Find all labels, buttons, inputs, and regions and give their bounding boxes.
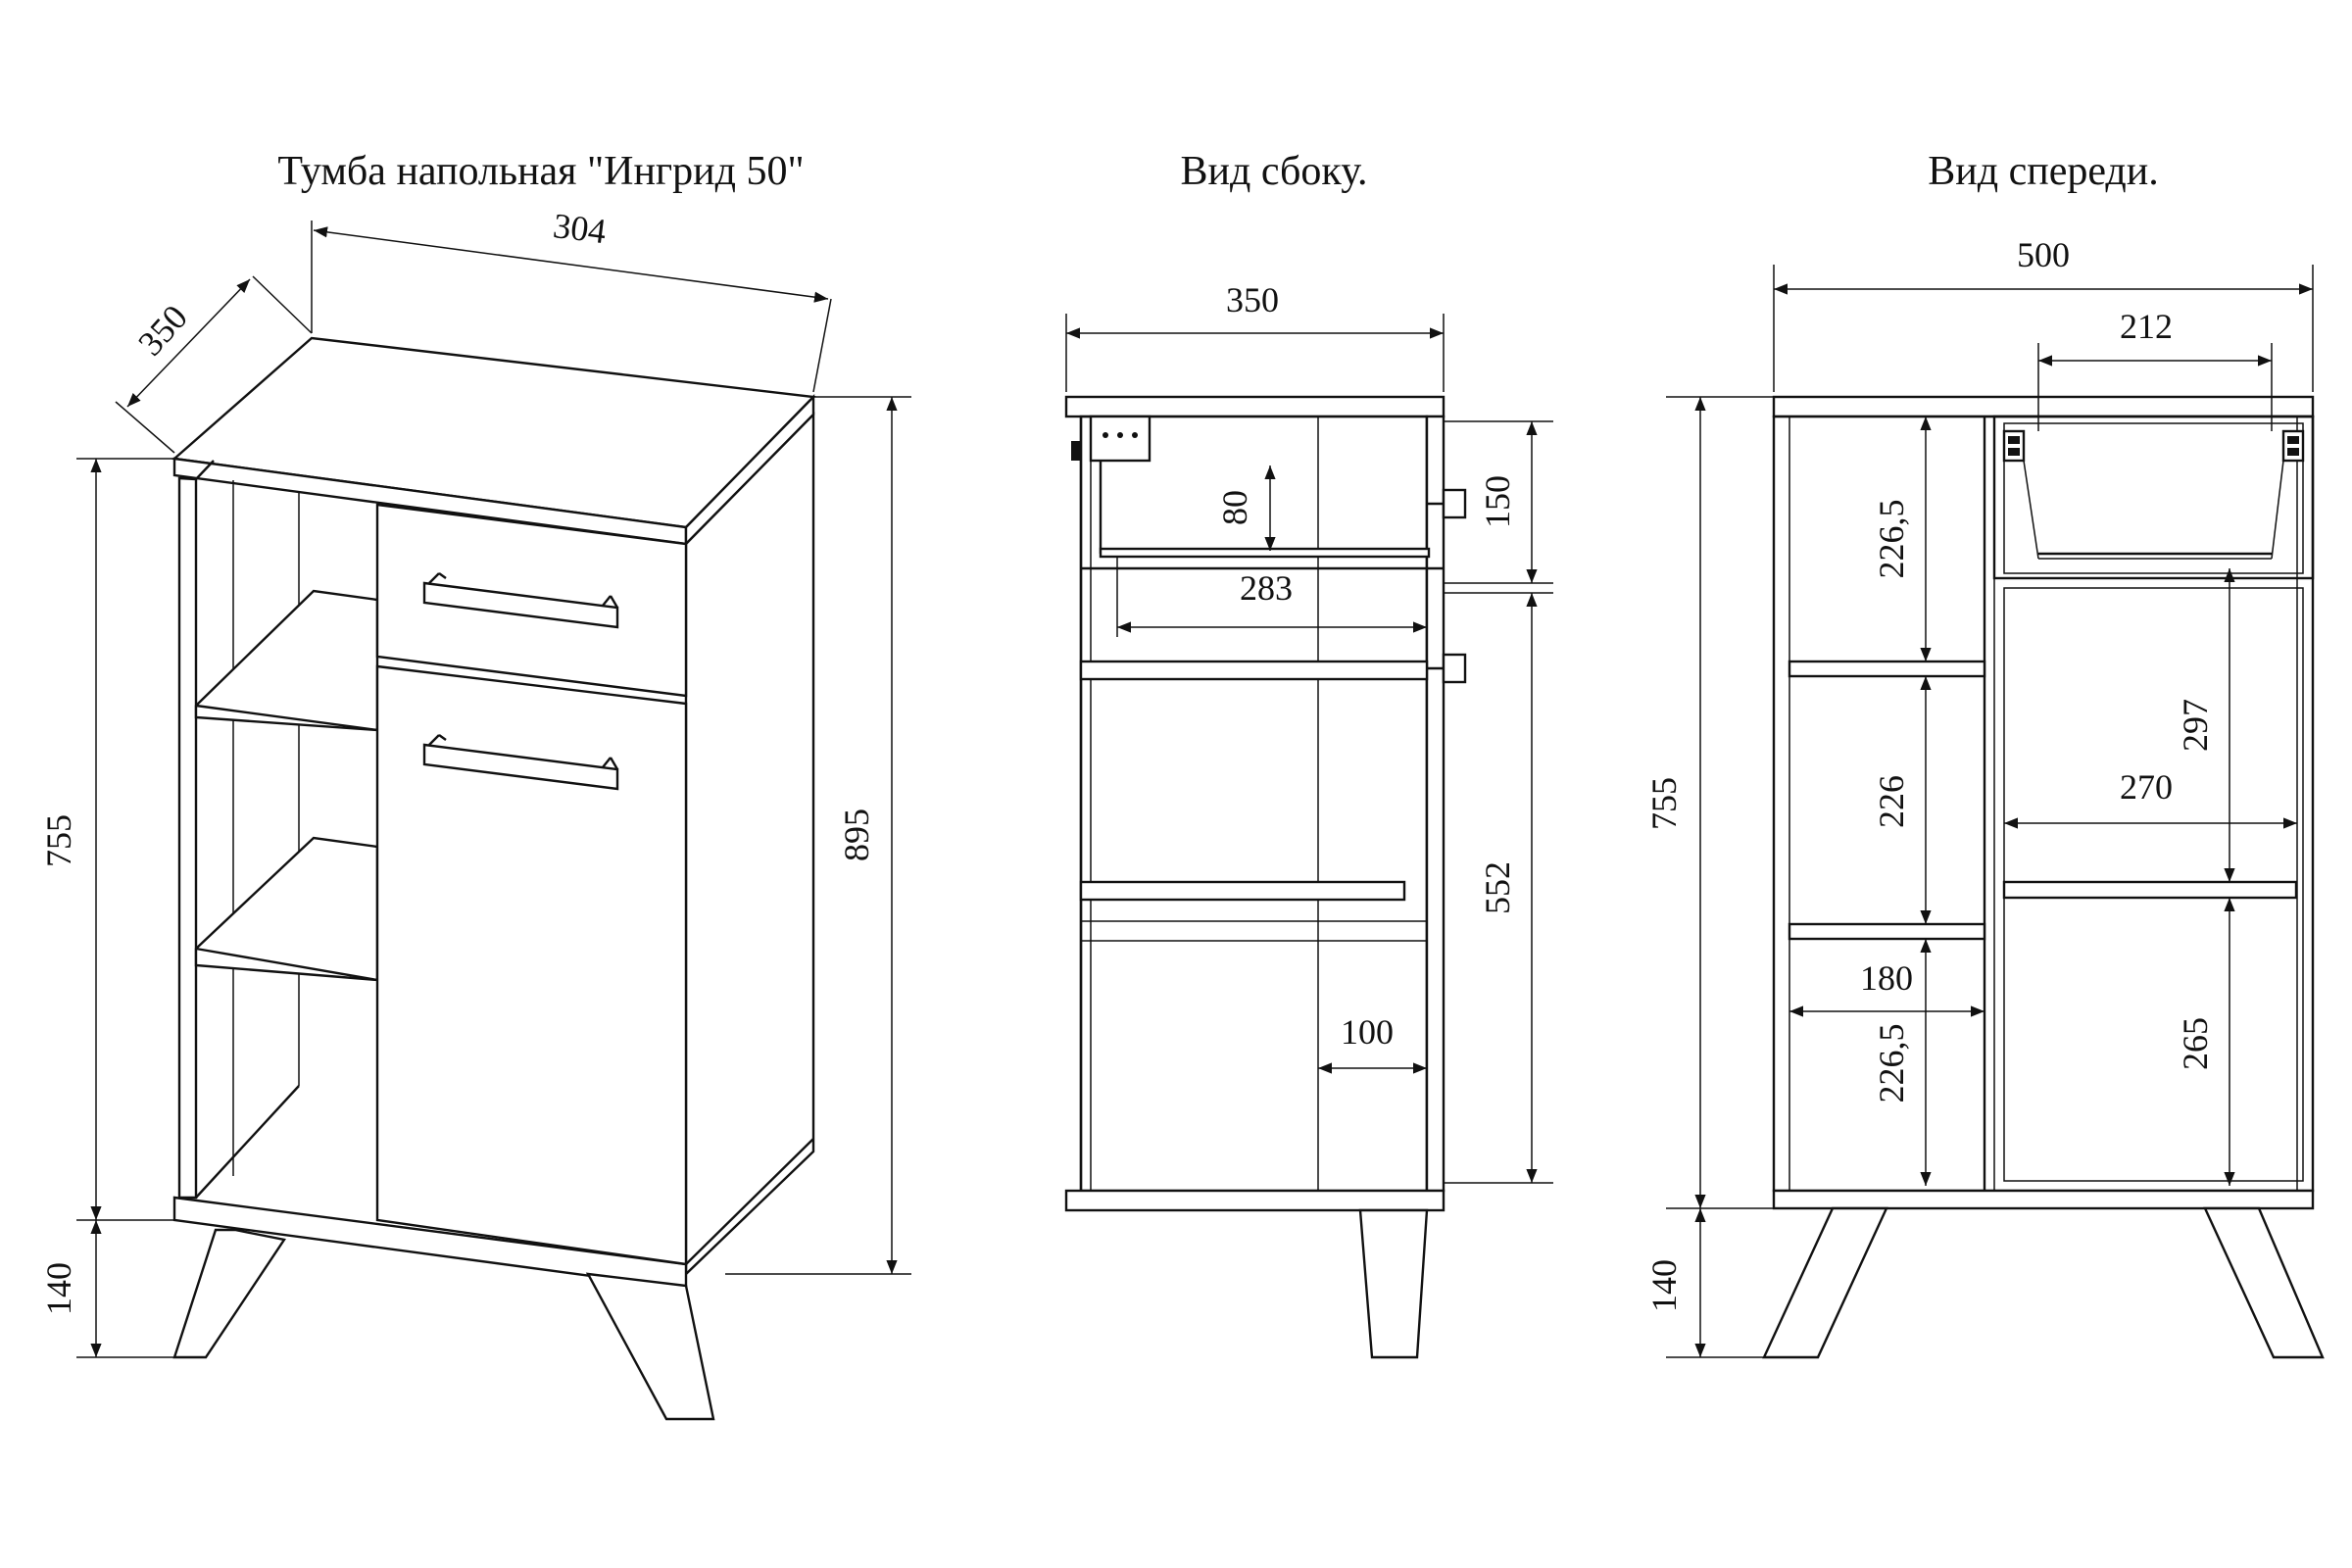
iso-total-height-dim: 895 bbox=[837, 808, 876, 861]
iso-width-dim: 304 bbox=[551, 206, 608, 251]
side-door-zone-dim: 552 bbox=[1478, 861, 1517, 914]
isometric-view: 304 350 755 140 895 bbox=[39, 206, 911, 1421]
front-shelf-top-dim: 226,5 bbox=[1872, 500, 1911, 579]
side-depth-dim: 350 bbox=[1226, 280, 1279, 319]
front-body-height-dim: 755 bbox=[1644, 777, 1684, 830]
side-view: 350 80 283 150 552 100 bbox=[1064, 280, 1553, 1359]
side-view-title: Вид сбоку. bbox=[1181, 149, 1368, 194]
front-shelf-mid-dim: 226 bbox=[1872, 775, 1911, 828]
front-width-dim: 500 bbox=[2017, 235, 2070, 274]
side-shelf-offset-dim: 100 bbox=[1341, 1012, 1394, 1052]
front-view: 500 212 755 140 226,5 226 226,5 180 297 … bbox=[1644, 235, 2325, 1359]
side-drawer-depth-dim: 283 bbox=[1240, 568, 1293, 608]
side-drawer-height-dim: 80 bbox=[1215, 490, 1254, 525]
front-door-inner-width-dim: 270 bbox=[2120, 767, 2173, 807]
front-open-width-dim: 180 bbox=[1860, 958, 1913, 998]
front-drawer-width-dim: 212 bbox=[2120, 307, 2173, 346]
side-top-zone-dim: 150 bbox=[1478, 475, 1517, 528]
main-title: Тумба напольная "Ингрид 50" bbox=[277, 149, 804, 194]
front-shelf-bottom-dim: 226,5 bbox=[1872, 1024, 1911, 1103]
front-door-lower-dim: 265 bbox=[2176, 1017, 2215, 1070]
iso-leg-height-dim: 140 bbox=[39, 1262, 78, 1315]
front-leg-height-dim: 140 bbox=[1644, 1259, 1684, 1312]
front-view-title: Вид спереди. bbox=[1928, 149, 2159, 194]
iso-depth-dim: 350 bbox=[130, 298, 195, 364]
front-door-upper-dim: 297 bbox=[2176, 699, 2215, 752]
iso-body-height-dim: 755 bbox=[39, 814, 78, 867]
